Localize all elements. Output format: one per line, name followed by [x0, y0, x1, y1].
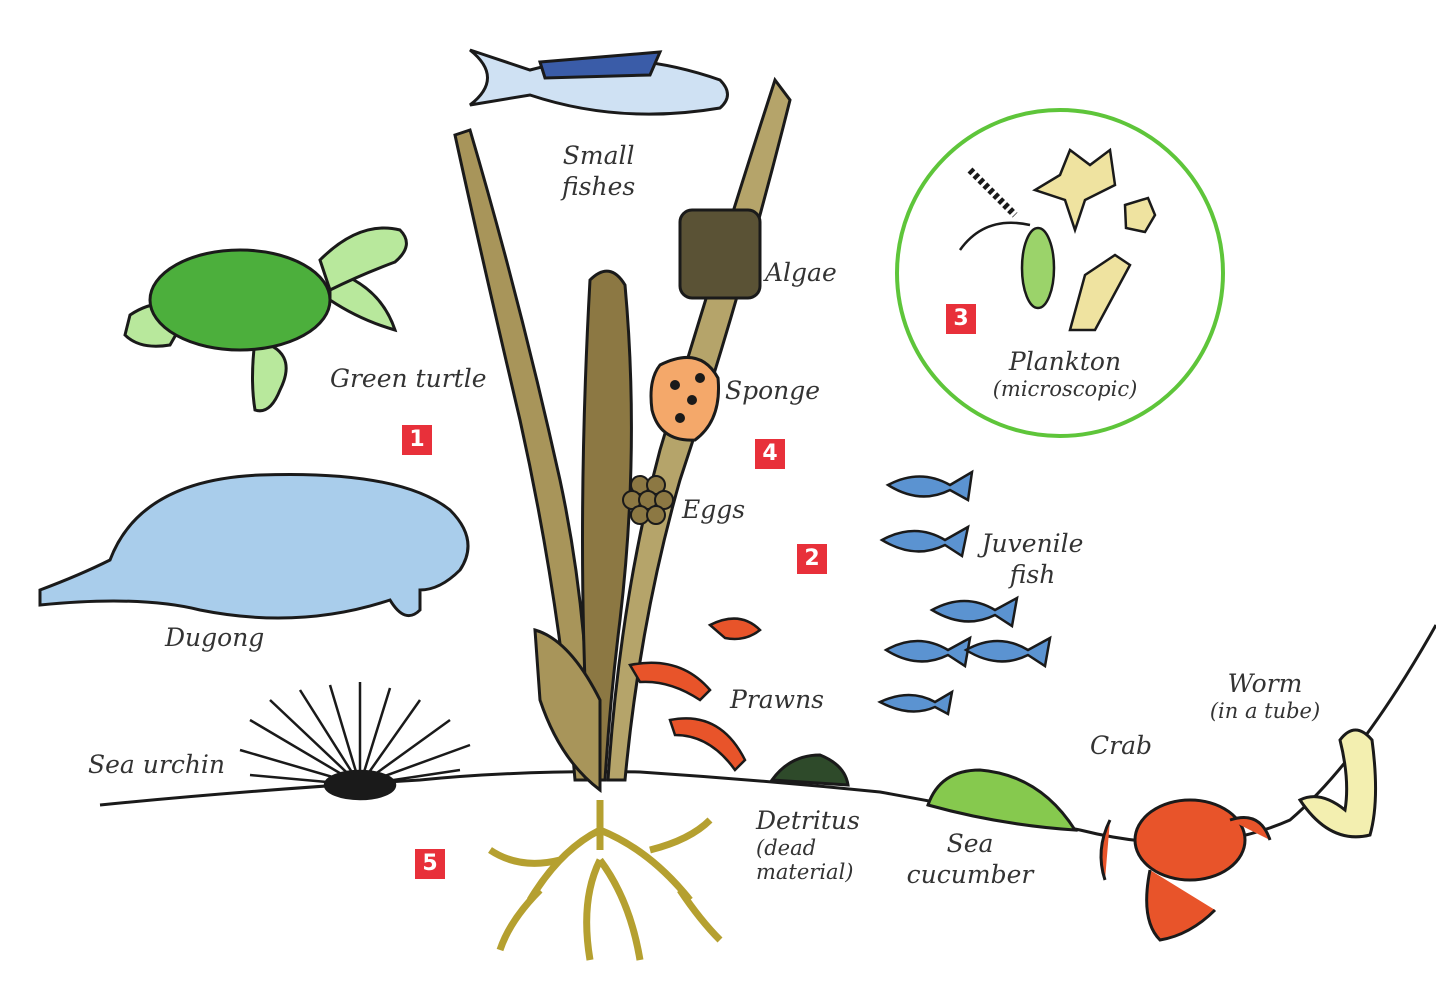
plankton-label-note: (microscopic) [975, 377, 1155, 401]
crab-label: Crab [1090, 730, 1152, 761]
algae-patch [680, 210, 760, 298]
detritus-label-title: Detritus [756, 805, 860, 836]
detritus-pile [772, 755, 848, 785]
sea-cucumber [928, 770, 1075, 830]
worm-tube [1300, 730, 1376, 837]
algae-label: Algae [765, 257, 837, 288]
marker-3: 3 [946, 304, 976, 334]
small-fishes-label: Small fishes [562, 140, 635, 202]
dugong-label: Dugong [165, 622, 264, 653]
eggs-cluster [623, 476, 673, 524]
detritus-label: Detritus (dead material) [756, 805, 860, 884]
eggs-label: Eggs [682, 494, 745, 525]
detritus-label-note-line2: material) [756, 860, 860, 884]
small-fish [470, 50, 728, 114]
dugong [40, 474, 468, 618]
sea-cucumber-label: Sea cucumber [900, 828, 1040, 890]
plankton-label-title: Plankton [975, 346, 1155, 377]
worm-label-title: Worm [1200, 668, 1330, 699]
seagrass-roots [490, 800, 720, 960]
juvenile-fish-label-line2: fish [975, 559, 1090, 590]
juvenile-fish-label: Juvenile fish [975, 528, 1090, 590]
plankton-label: Plankton (microscopic) [975, 346, 1155, 401]
green-turtle-label: Green turtle [330, 363, 487, 394]
sea-urchin-label: Sea urchin [88, 749, 225, 780]
prawns-label: Prawns [730, 684, 824, 715]
sponge [651, 357, 719, 440]
small-fishes-label-line2: fishes [562, 171, 635, 202]
juvenile-fish-school [880, 472, 1050, 714]
small-fishes-label-line1: Small [562, 140, 635, 171]
sea-cucumber-label-line2: cucumber [900, 859, 1040, 890]
worm-label-note: (in a tube) [1200, 699, 1330, 723]
sea-cucumber-label-line1: Sea [900, 828, 1040, 859]
marker-1: 1 [402, 425, 432, 455]
marker-2: 2 [797, 544, 827, 574]
crab [1101, 800, 1270, 940]
sea-urchin [240, 682, 470, 799]
sponge-label: Sponge [725, 375, 820, 406]
marker-5: 5 [415, 849, 445, 879]
detritus-label-note-line1: (dead [756, 836, 860, 860]
worm-label: Worm (in a tube) [1200, 668, 1330, 723]
marker-4: 4 [755, 439, 785, 469]
juvenile-fish-label-line1: Juvenile [975, 528, 1090, 559]
